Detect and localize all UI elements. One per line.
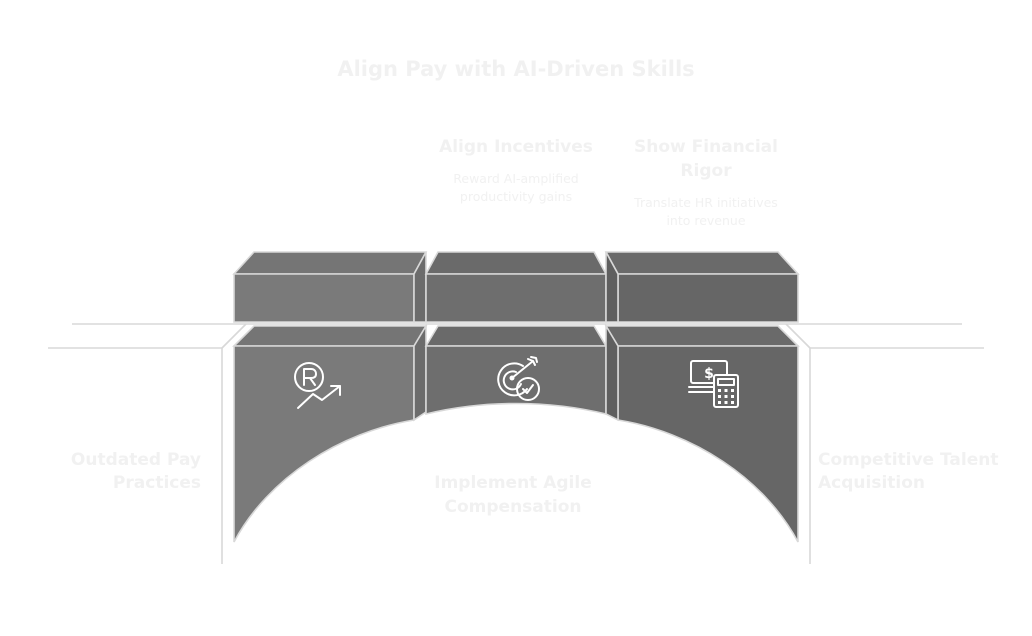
target-check-icon: [497, 356, 540, 401]
step-show-financial-rigor: Show Financial Rigor Translate HR initia…: [633, 137, 778, 228]
arch-block-right-side: [605, 323, 619, 422]
right-label-line: Acquisition: [818, 473, 925, 493]
center-label: Implement Agile Compensation: [434, 473, 591, 517]
arch-block-middle-face: [425, 345, 607, 416]
right-label: Competitive Talent Acquisition: [818, 450, 998, 493]
step-title: Align Incentives: [439, 137, 593, 157]
right-abutment-outline: [785, 323, 811, 349]
right-label-line: Competitive Talent: [818, 450, 998, 470]
deck-block-middle-face: [425, 273, 607, 323]
deck-block-middle-top: [424, 251, 608, 275]
step-description: Reward AI-amplified: [453, 171, 579, 186]
registered-growth-icon: [294, 362, 341, 409]
left-label-line: Outdated Pay: [71, 450, 201, 470]
deck-block-right-face: [617, 273, 799, 323]
deck-block-left-face: [233, 273, 415, 323]
svg-text:$: $: [704, 366, 714, 382]
deck-block-right-top: [604, 251, 800, 275]
deck-block-right-side: [605, 251, 619, 323]
step-description: Translate HR initiatives: [633, 195, 778, 210]
deck-block-left-top: [232, 251, 428, 275]
bridge-deck: [232, 251, 800, 323]
left-abutment-outline: [221, 323, 247, 349]
arch-block-left-face: [233, 345, 415, 543]
arch-block-left-top: [232, 325, 428, 347]
center-label-line: Implement Agile: [434, 473, 591, 493]
left-label-line: Practices: [113, 473, 201, 493]
money-calculator-icon: $: [688, 360, 739, 408]
left-label: Outdated Pay Practices: [71, 450, 201, 493]
ground-lines: [48, 323, 984, 564]
step-title: Rigor: [680, 161, 732, 181]
step-title: Show Financial: [634, 137, 778, 157]
bridge-arch: [232, 323, 800, 543]
step-description: into revenue: [666, 213, 745, 228]
diagram-title: Align Pay with AI-Driven Skills: [337, 57, 694, 81]
arch-block-right-face: [617, 345, 799, 543]
arch-block-right-top: [604, 325, 800, 347]
step-description: productivity gains: [460, 189, 572, 204]
center-label-line: Compensation: [445, 497, 582, 517]
step-align-incentives: Align Incentives Reward AI-amplified pro…: [439, 137, 593, 204]
arch-block-middle-top: [424, 325, 608, 347]
